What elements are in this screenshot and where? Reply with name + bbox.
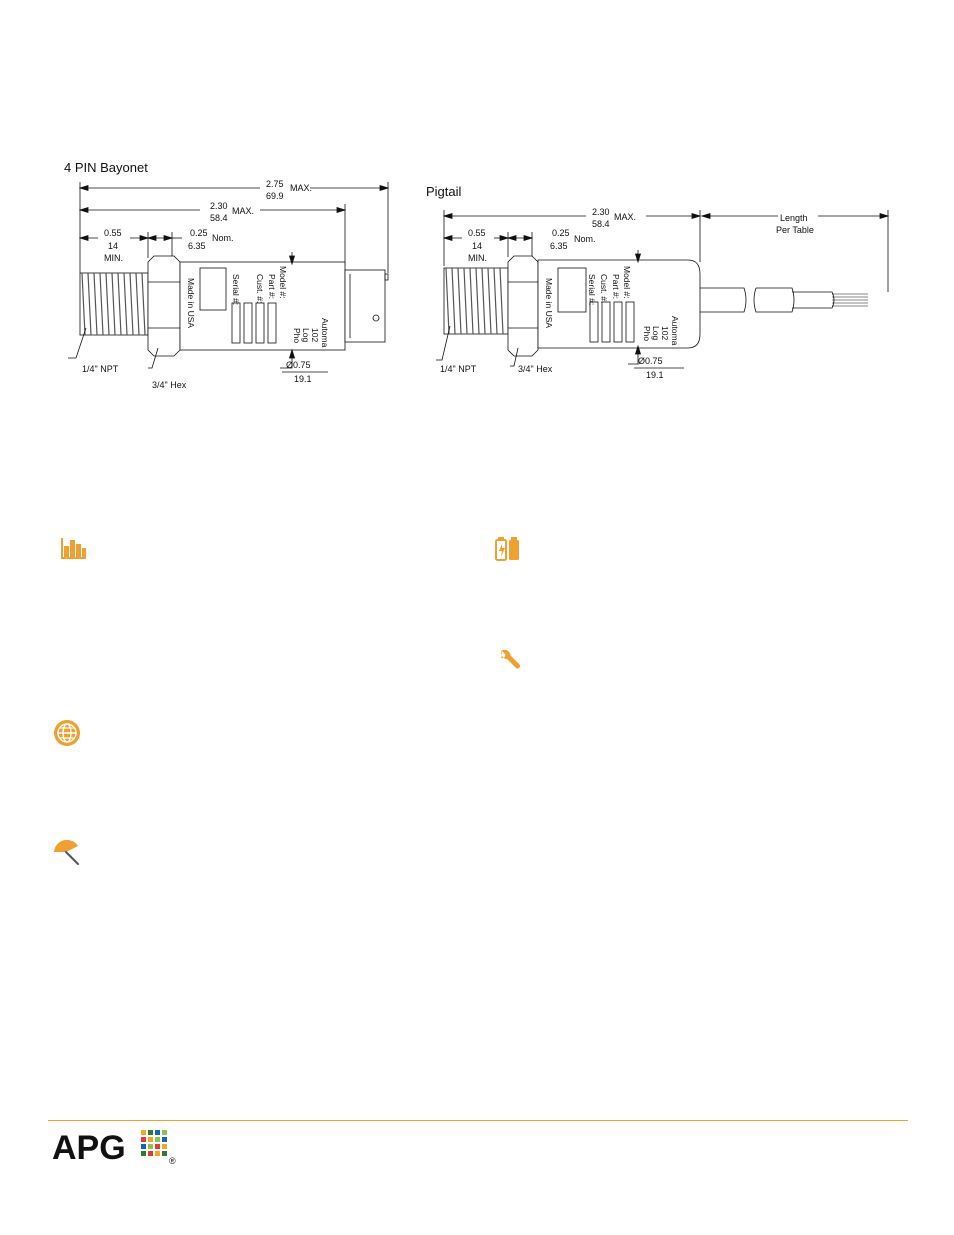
- bayonet-title: 4 PIN Bayonet: [64, 160, 148, 175]
- pigtail-part-label: Part #:: [611, 274, 621, 299]
- pigtail-brand-line1: Automa: [670, 316, 680, 346]
- pigtail-body-suffix: MAX.: [614, 212, 636, 222]
- bayonet-thread-callout: 1/4" NPT: [82, 364, 119, 374]
- bayonet-body-suffix: MAX.: [232, 206, 254, 216]
- pigtail-body-bottom: 58.4: [592, 219, 610, 229]
- footer-divider: [48, 1120, 908, 1121]
- bayonet-hex-bottom: 6.35: [188, 241, 206, 251]
- bayonet-hex-top: 0.25: [190, 228, 208, 238]
- bayonet-diameter-bottom: 19.1: [294, 374, 312, 384]
- bayonet-brand-line4: Pho: [292, 328, 302, 343]
- globe-icon: [54, 720, 80, 746]
- umbrella-icon: [54, 839, 79, 865]
- bayonet-brand-line1: Automa: [320, 318, 330, 348]
- bayonet-overall-suffix: MAX.: [290, 183, 312, 193]
- battery-icon: [495, 537, 519, 561]
- pigtail-brand-line2: 102: [660, 326, 670, 340]
- bayonet-brand-line2: 102: [310, 328, 320, 342]
- bayonet-hex-callout: 3/4" Hex: [152, 380, 187, 390]
- pigtail-cust-label: Cust. #:: [599, 274, 609, 303]
- logo-text: APG: [52, 1129, 126, 1166]
- pigtail-hex-suffix: Nom.: [574, 234, 596, 244]
- bayonet-overall-top: 2.75: [266, 179, 284, 189]
- bayonet-diameter-top: Ø0.75: [286, 360, 311, 370]
- bayonet-overall-bottom: 69.9: [266, 191, 284, 201]
- bayonet-thread-top: 0.55: [104, 228, 122, 238]
- pigtail-model-label: Model #:: [622, 266, 632, 299]
- bayonet-serial-label: Serial #:: [231, 274, 241, 305]
- bayonet-body-bottom: 58.4: [210, 213, 228, 223]
- pigtail-thread-callout: 1/4" NPT: [440, 364, 477, 374]
- pigtail-thread-top: 0.55: [468, 228, 486, 238]
- pigtail-drawing: 2.30 58.4 MAX. Length Per Table 0.55 14 …: [436, 207, 890, 380]
- bayonet-made-in-usa: Made in USA: [186, 278, 196, 328]
- pigtail-hex-top: 0.25: [552, 228, 570, 238]
- pigtail-made-in-usa: Made in USA: [544, 278, 554, 328]
- wrench-icon: [501, 649, 520, 669]
- bayonet-body-top: 2.30: [210, 201, 228, 211]
- pigtail-hex-bottom: 6.35: [550, 241, 568, 251]
- pigtail-thread-bottom: 14: [472, 241, 482, 251]
- pigtail-body-top: 2.30: [592, 207, 610, 217]
- bayonet-thread-suffix: MIN.: [104, 253, 123, 263]
- bayonet-model-label: Model #:: [278, 266, 288, 299]
- pigtail-brand-line3: Log: [651, 326, 661, 340]
- apg-logo: APG ®: [52, 1129, 176, 1166]
- pigtail-thread-suffix: MIN.: [468, 253, 487, 263]
- pigtail-hex-callout: 3/4" Hex: [518, 364, 553, 374]
- bar-chart-icon: [61, 538, 86, 559]
- bayonet-cust-label: Cust. #:: [255, 274, 265, 303]
- bayonet-thread-bottom: 14: [108, 241, 118, 251]
- pigtail-title: Pigtail: [426, 184, 462, 199]
- bayonet-hex-suffix: Nom.: [212, 233, 234, 243]
- logo-grid: [141, 1130, 167, 1156]
- pigtail-diameter-top: Ø0.75: [638, 356, 663, 366]
- pigtail-serial-label: Serial #:: [587, 274, 597, 305]
- bayonet-drawing: 2.75 69.9 MAX. 2.30 58.4 MAX. 0.55 14 MI…: [68, 179, 390, 390]
- pigtail-length-bottom: Per Table: [776, 225, 814, 235]
- pigtail-length-top: Length: [780, 213, 808, 223]
- pigtail-brand-line4: Pho: [642, 326, 652, 341]
- pigtail-diameter-bottom: 19.1: [646, 370, 664, 380]
- bayonet-part-label: Part #:: [267, 274, 277, 299]
- bayonet-brand-line3: Log: [301, 328, 311, 342]
- registered-mark: ®: [169, 1156, 176, 1166]
